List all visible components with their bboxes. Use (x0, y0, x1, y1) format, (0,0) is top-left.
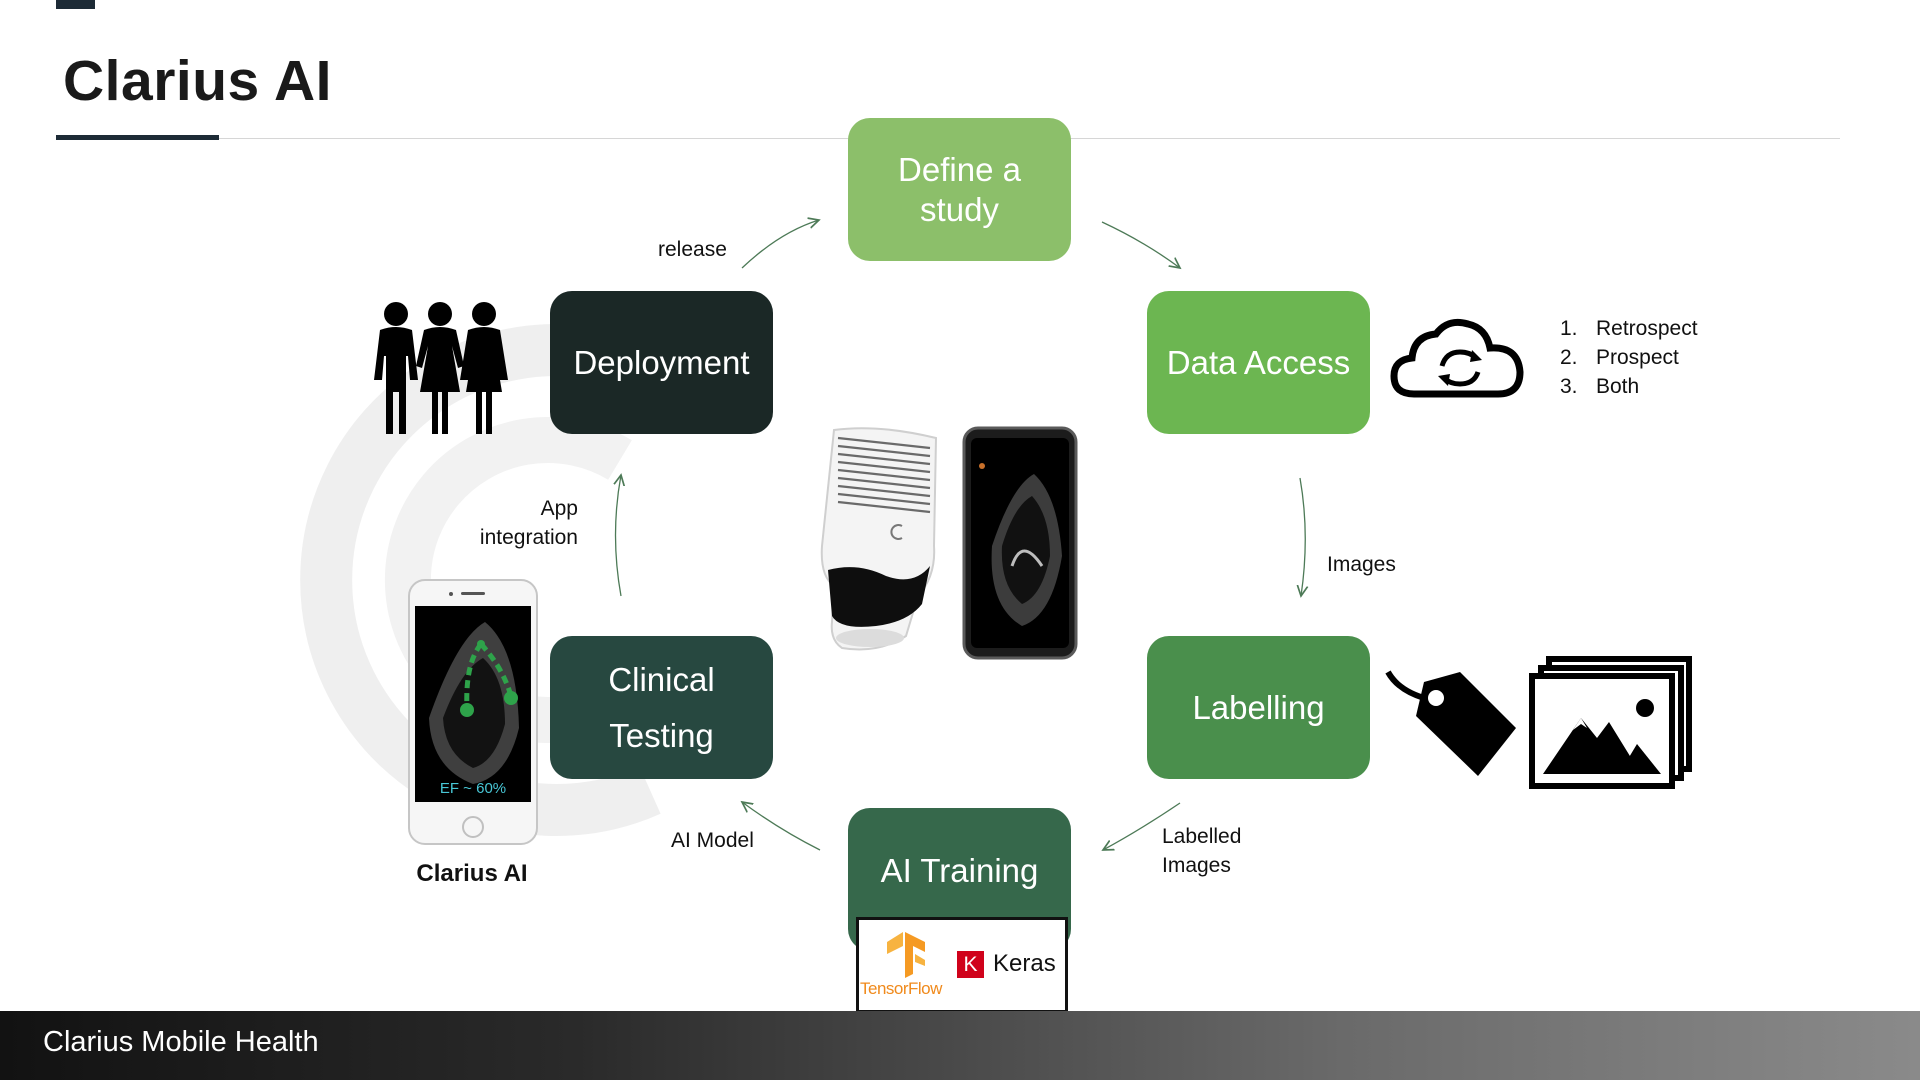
cloud-sync-icon (1390, 318, 1524, 398)
keras-logo: K (957, 951, 984, 978)
arrow-labelled-images (1103, 802, 1181, 850)
phone-caption: Clarius AI (416, 860, 528, 887)
step-data-access: Data Access (1147, 291, 1370, 434)
step-label: Deployment (573, 343, 750, 381)
edge-label-app-integration: App integration (479, 497, 578, 549)
keras-label: Keras (993, 950, 1056, 977)
tag-icon (1385, 670, 1516, 776)
edge-label-images: Images (1327, 553, 1396, 576)
phone-ef-preview: EF ~ 60% (407, 578, 539, 846)
edge-label-labelled-images: Labelled Images (1162, 825, 1242, 877)
step-deployment: Deployment (550, 291, 773, 434)
edge-label-release: release (658, 238, 727, 261)
footer-bar (0, 1011, 1920, 1080)
arrow-ai-model (742, 802, 821, 851)
people-icon (374, 302, 508, 434)
step-label: Clinical Testing (608, 660, 715, 754)
footer-company-name: Clarius Mobile Health (43, 1026, 319, 1058)
page-title: Clarius AI (63, 49, 332, 113)
step-label: AI Training (880, 851, 1039, 889)
data-source-list: 1.Retrospect 2.Prospect 3.Both (1560, 314, 1698, 401)
step-clinical-testing: Clinical Testing (550, 636, 773, 779)
step-label: Define a study (898, 150, 1021, 228)
step-labelling: Labelling (1147, 636, 1370, 779)
arrow-define-to-data (1101, 221, 1180, 268)
step-label: Data Access (1166, 343, 1351, 381)
ef-readout: EF ~ 60% (439, 780, 507, 797)
step-define-a-study: Define a study (848, 118, 1071, 261)
title-underline (56, 135, 219, 140)
list-item: 3.Both (1560, 375, 1640, 398)
arrow-images (1300, 477, 1305, 596)
step-label: Labelling (1192, 688, 1325, 726)
list-item: 1.Retrospect (1560, 317, 1698, 340)
arrow-release (741, 220, 819, 269)
smartphone-image (962, 426, 1078, 660)
phone-frame (408, 579, 538, 845)
ultrasound-scanner-image (820, 427, 938, 651)
tensorflow-label: TensorFlow (860, 979, 942, 998)
image-gallery-icon (1529, 656, 1692, 789)
list-item: 2.Prospect (1560, 346, 1679, 369)
top-accent-bar (56, 0, 95, 9)
arrow-app-integration (616, 475, 622, 597)
edge-label-ai-model: AI Model (671, 829, 754, 852)
framework-logos: TensorFlow K Keras (856, 917, 1068, 1013)
tensorflow-logo (887, 932, 925, 978)
